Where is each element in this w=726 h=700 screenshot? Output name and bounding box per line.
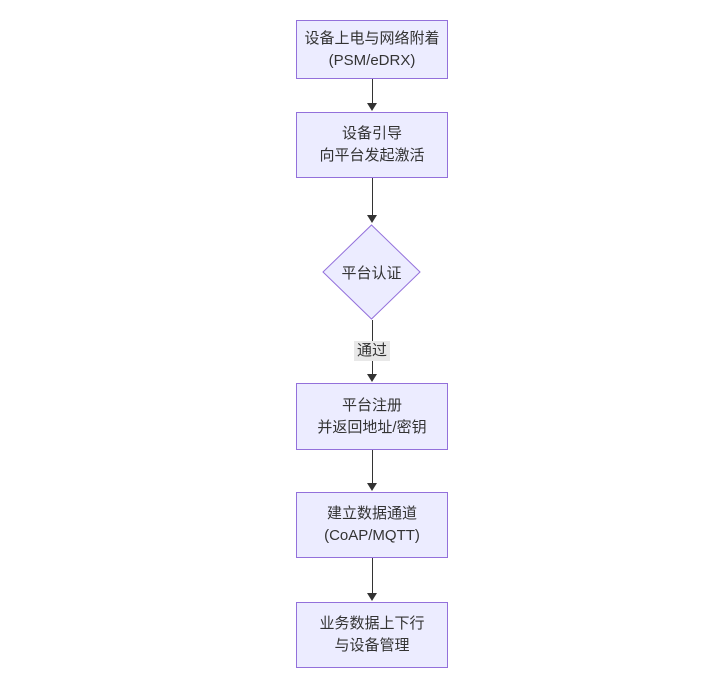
edge-line bbox=[371, 450, 373, 483]
edge-label-pass: 通过 bbox=[353, 341, 391, 361]
node-channel: 建立数据通道 (CoAP/MQTT) bbox=[296, 492, 448, 558]
edge-line bbox=[371, 178, 373, 215]
edge-line bbox=[371, 558, 373, 593]
node-power-attach: 设备上电与网络附着 (PSM/eDRX) bbox=[296, 20, 448, 79]
node-register-line1: 平台注册 bbox=[341, 396, 402, 414]
arrowhead-down-icon bbox=[367, 483, 377, 491]
node-bootstrap-line1: 设备引导 bbox=[341, 125, 402, 142]
edge-channel-to-business bbox=[367, 558, 377, 601]
node-channel-line2: (CoAP/MQTT) bbox=[324, 527, 420, 544]
node-bootstrap-line2: 向平台发起激活 bbox=[319, 147, 425, 164]
node-auth-label: 平台认证 bbox=[341, 264, 402, 282]
edge-line bbox=[371, 79, 373, 103]
edge-bootstrap-to-auth bbox=[367, 178, 377, 223]
node-register: 平台注册 并返回地址/密钥 bbox=[296, 383, 448, 450]
diamond-shape bbox=[322, 224, 421, 320]
node-auth-decision: 平台认证 bbox=[322, 224, 421, 320]
arrowhead-down-icon bbox=[367, 103, 377, 111]
node-channel-line1: 建立数据通道 bbox=[326, 505, 417, 522]
node-bootstrap: 设备引导 向平台发起激活 bbox=[296, 112, 448, 178]
node-power-attach-line2: (PSM/eDRX) bbox=[328, 51, 416, 69]
edge-register-to-channel bbox=[367, 450, 377, 491]
arrowhead-down-icon bbox=[367, 215, 377, 223]
node-business: 业务数据上下行 与设备管理 bbox=[296, 602, 448, 668]
arrowhead-down-icon bbox=[367, 374, 377, 382]
node-power-attach-line1: 设备上电与网络附着 bbox=[304, 29, 440, 47]
edge-power-to-bootstrap bbox=[367, 79, 377, 111]
node-business-line2: 与设备管理 bbox=[334, 637, 410, 654]
node-business-line1: 业务数据上下行 bbox=[319, 615, 425, 632]
arrowhead-down-icon bbox=[367, 593, 377, 601]
node-register-line2: 并返回地址/密钥 bbox=[317, 418, 427, 436]
